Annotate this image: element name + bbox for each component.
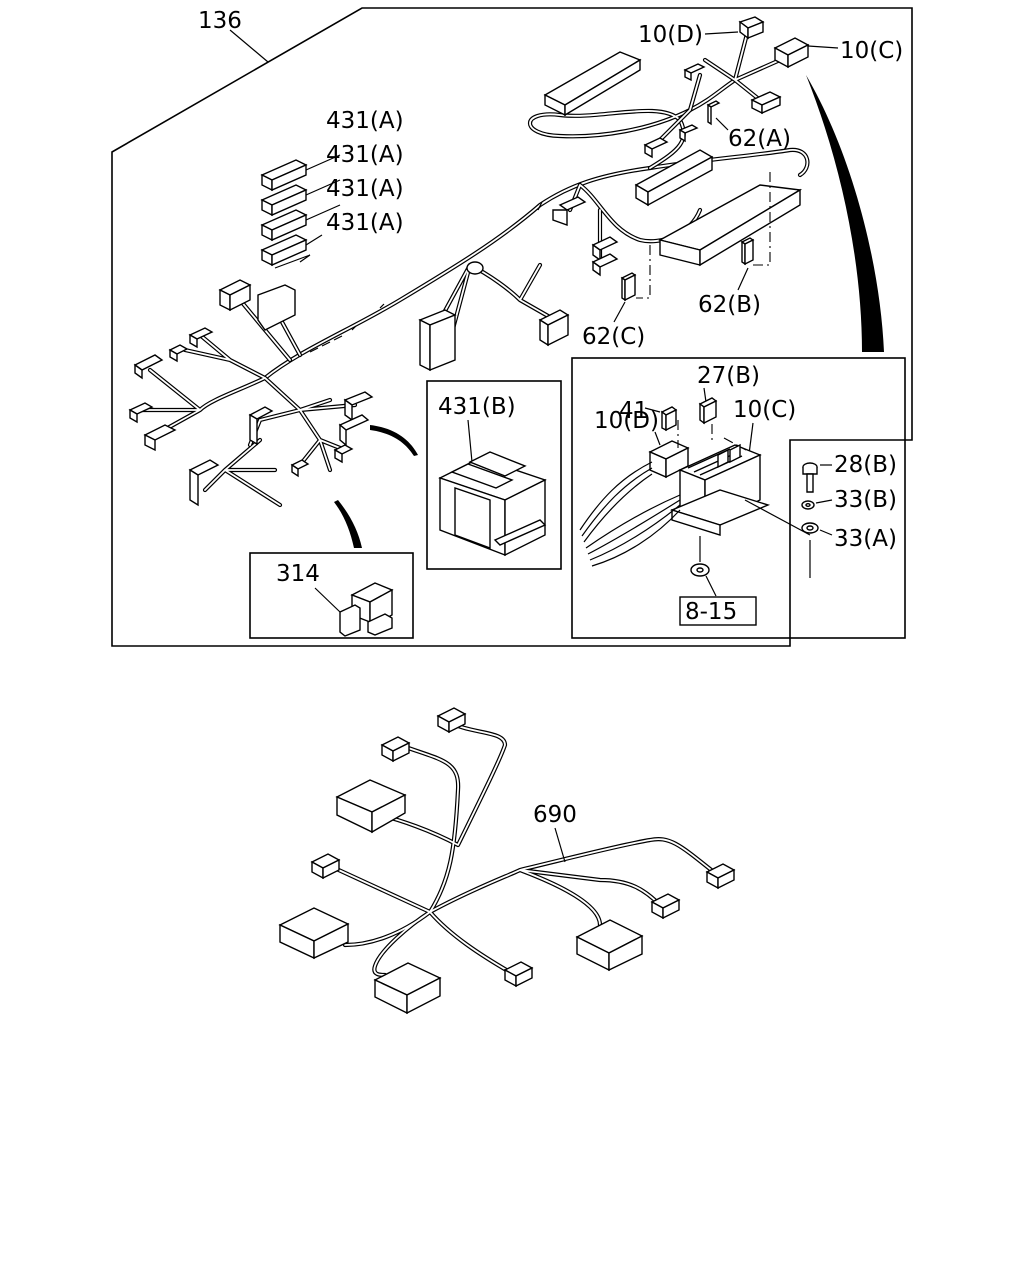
- box-8-15: [679, 596, 757, 626]
- callout-62b: 62(B): [698, 292, 761, 318]
- nut-8-15-hole: [696, 567, 704, 573]
- detail-pointer-arrow-right: [806, 75, 884, 352]
- callout-431b: 431(B): [438, 394, 516, 420]
- leader-block-fastener: [744, 499, 811, 536]
- callout-41: 41: [619, 398, 648, 424]
- callout-431a-2: 431(A): [326, 142, 404, 168]
- callout-136: 136: [198, 8, 242, 34]
- terminal-62b: [740, 237, 755, 266]
- leader-314: [314, 587, 341, 613]
- callout-431a-4: 431(A): [326, 210, 404, 236]
- leader-8-15: [705, 575, 717, 597]
- callout-10c-detail: 10(C): [733, 397, 796, 423]
- leader-27b: [703, 387, 707, 403]
- callout-28b: 28(B): [834, 452, 897, 478]
- callout-10c-top: 10(C): [840, 38, 903, 64]
- fasteners: [801, 462, 819, 534]
- terminal-62a: [706, 100, 721, 126]
- leader-690: [554, 827, 566, 863]
- callout-27b: 27(B): [697, 363, 760, 389]
- callout-10d-top: 10(D): [638, 22, 703, 48]
- main-harness-136: [128, 16, 810, 508]
- leader-10d-detail: [654, 431, 661, 446]
- leader-10c-top: [807, 45, 839, 49]
- detail-box-314: [249, 552, 414, 639]
- leader-62a: [715, 117, 729, 131]
- callout-33b: 33(B): [834, 487, 897, 513]
- leader-431b: [467, 419, 473, 463]
- detail-box-431b: [426, 380, 562, 570]
- callout-8-15: 8-15: [685, 599, 737, 625]
- detail-pointer-arrow-314: [334, 500, 362, 548]
- detail-box-connector-block: [571, 357, 906, 639]
- connector-431b: [438, 451, 547, 557]
- dash-block: [677, 420, 747, 451]
- callout-62c: 62(C): [582, 324, 645, 350]
- connector-group-431a: [260, 154, 341, 269]
- leader-33a: [819, 529, 833, 536]
- connector-block-wires: [579, 461, 681, 567]
- dash-62b: [752, 172, 771, 266]
- leader-33b: [815, 499, 833, 504]
- leader-62b: [737, 267, 749, 291]
- dash-62c: [636, 245, 651, 299]
- harness-690: [278, 707, 736, 1015]
- callout-33a: 33(A): [834, 526, 897, 552]
- terminal-62c: [620, 272, 637, 302]
- callout-431a-1: 431(A): [326, 108, 404, 134]
- leader-136: [229, 29, 269, 63]
- leader-10d-top: [704, 31, 739, 35]
- callout-314: 314: [276, 561, 320, 587]
- callout-62a: 62(A): [728, 126, 791, 152]
- leader-41: [644, 407, 661, 413]
- connector-314: [339, 582, 394, 637]
- detail-pointer-arrow-431b: [370, 425, 418, 456]
- connector-block-assembly: [648, 397, 771, 536]
- callout-431a-3: 431(A): [326, 176, 404, 202]
- callout-10d-detail: 10(D): [594, 408, 659, 434]
- callout-690: 690: [533, 802, 577, 828]
- assembly-136-frame: [111, 7, 913, 647]
- leader-62c: [613, 301, 626, 323]
